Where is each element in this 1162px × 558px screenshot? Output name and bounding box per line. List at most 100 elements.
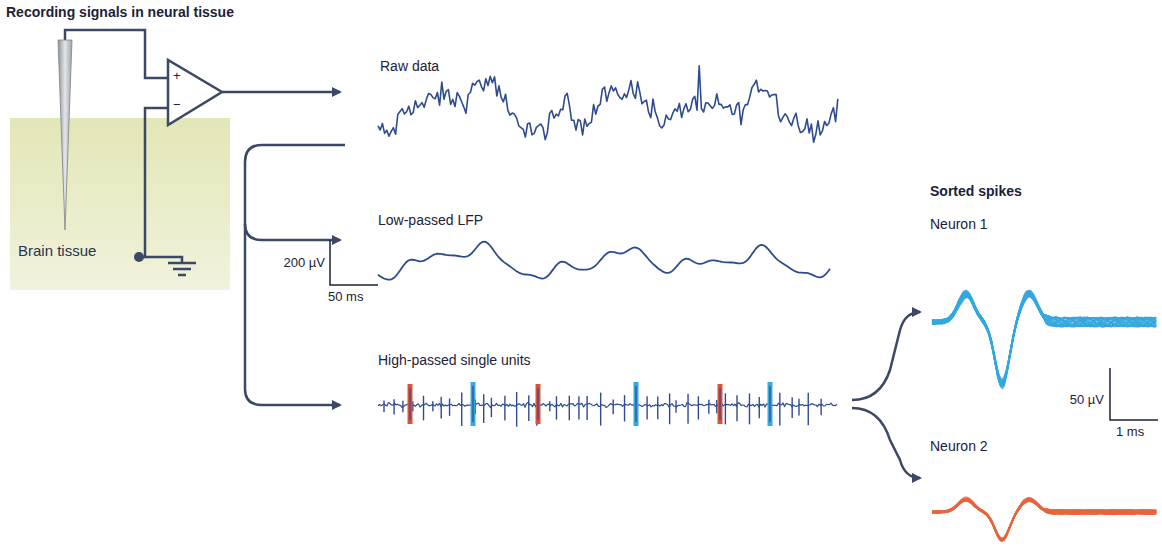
signal-trace bbox=[932, 291, 1156, 385]
signal-trace bbox=[932, 499, 1156, 539]
signal-trace bbox=[378, 242, 830, 280]
signal-trace bbox=[932, 499, 1156, 540]
signal-trace bbox=[932, 296, 1156, 385]
spike-mark bbox=[423, 396, 424, 421]
signal-trace bbox=[932, 292, 1156, 383]
spike-mark bbox=[768, 382, 773, 426]
spike-mark bbox=[600, 393, 601, 426]
tissue-region: Brain tissue bbox=[10, 118, 230, 290]
spike-mark bbox=[432, 401, 433, 411]
trace-label: Raw data bbox=[380, 58, 439, 75]
signal-trace bbox=[932, 293, 1156, 385]
signal-trace bbox=[932, 292, 1156, 382]
signal-trace bbox=[932, 500, 1156, 540]
signal-trace bbox=[932, 499, 1156, 540]
signal-trace bbox=[932, 500, 1156, 539]
spike-mark bbox=[646, 396, 647, 419]
spike-mark bbox=[586, 396, 587, 420]
ground-symbol bbox=[168, 263, 196, 275]
signal-trace bbox=[932, 291, 1156, 379]
signal-trace bbox=[932, 499, 1156, 540]
spike-mark bbox=[461, 392, 462, 425]
spike-mark bbox=[536, 384, 541, 424]
signal-trace bbox=[932, 291, 1156, 385]
signal-trace bbox=[932, 292, 1156, 381]
spike-mark bbox=[612, 399, 613, 414]
spike-mark bbox=[471, 382, 476, 426]
signal-trace bbox=[932, 290, 1156, 385]
unit-label: Neuron 2 bbox=[930, 438, 988, 455]
spike-mark bbox=[528, 395, 529, 421]
trace-label: High-passed single units bbox=[378, 352, 531, 369]
signal-trace bbox=[932, 497, 1156, 539]
amplifier-symbol bbox=[168, 60, 222, 125]
signal-trace bbox=[932, 292, 1156, 384]
input-sign: − bbox=[173, 97, 181, 113]
scale-value: 1 ms bbox=[1116, 424, 1144, 440]
signal-trace bbox=[932, 499, 1156, 540]
signal-trace bbox=[932, 499, 1156, 540]
spike-mark bbox=[483, 394, 484, 423]
signal-trace bbox=[932, 499, 1156, 540]
wires bbox=[65, 30, 920, 478]
spike-mark bbox=[409, 388, 410, 420]
spike-mark bbox=[504, 396, 505, 421]
input-sign: + bbox=[173, 68, 181, 84]
signal-trace bbox=[932, 500, 1156, 539]
signal-trace bbox=[932, 294, 1156, 383]
spike-mark bbox=[725, 393, 726, 424]
trace-label: Low-passed LFP bbox=[378, 212, 483, 229]
signal-trace bbox=[932, 292, 1156, 383]
signal-trace bbox=[932, 290, 1156, 382]
region-label: Brain tissue bbox=[18, 242, 96, 260]
signal-trace bbox=[932, 498, 1156, 541]
signal-trace bbox=[932, 291, 1156, 385]
signal-trace bbox=[932, 294, 1156, 386]
spike-mark bbox=[798, 399, 799, 416]
signal-trace bbox=[932, 499, 1156, 539]
spike-mark bbox=[383, 401, 384, 413]
spike-mark bbox=[634, 382, 639, 426]
spike-mark bbox=[708, 400, 709, 414]
signal-trace bbox=[932, 294, 1156, 389]
signal-trace bbox=[932, 293, 1156, 384]
spike-mark bbox=[491, 398, 492, 417]
spike-mark bbox=[657, 397, 658, 420]
spike-mark bbox=[569, 396, 570, 420]
spike-mark bbox=[472, 386, 473, 422]
signal-trace bbox=[932, 499, 1156, 540]
signal-trace bbox=[932, 500, 1156, 540]
spike-mark bbox=[669, 393, 670, 424]
spike-mark bbox=[719, 388, 720, 420]
signal-trace bbox=[932, 499, 1156, 541]
spike-mark bbox=[393, 399, 394, 414]
signal-trace bbox=[932, 292, 1156, 387]
signal-trace bbox=[932, 498, 1156, 540]
signal-trace bbox=[932, 293, 1156, 382]
spike-mark bbox=[820, 399, 821, 415]
signal-trace bbox=[932, 292, 1156, 386]
spike-mark bbox=[687, 394, 688, 424]
signal-trace bbox=[932, 501, 1156, 541]
spike-mark bbox=[449, 398, 450, 415]
spike-mark bbox=[779, 393, 780, 426]
signal-trace bbox=[932, 498, 1156, 538]
scale-value: 50 ms bbox=[328, 289, 363, 305]
unit-label: Neuron 1 bbox=[930, 216, 988, 233]
signal-trace bbox=[932, 293, 1156, 385]
spike-mark bbox=[808, 393, 809, 425]
spike-mark bbox=[556, 396, 557, 419]
signal-trace bbox=[932, 294, 1156, 383]
spike-mark bbox=[749, 393, 750, 424]
spike-mark bbox=[408, 384, 413, 424]
spike-mark bbox=[578, 396, 579, 419]
spike-mark bbox=[698, 396, 699, 419]
spike-mark bbox=[791, 397, 792, 418]
spike-mark bbox=[716, 400, 717, 413]
scale-value: 200 µV bbox=[284, 255, 325, 271]
spike-mark bbox=[516, 392, 517, 427]
signal-trace bbox=[932, 295, 1156, 385]
spike-mark bbox=[537, 388, 538, 420]
signal-trace bbox=[932, 500, 1156, 541]
